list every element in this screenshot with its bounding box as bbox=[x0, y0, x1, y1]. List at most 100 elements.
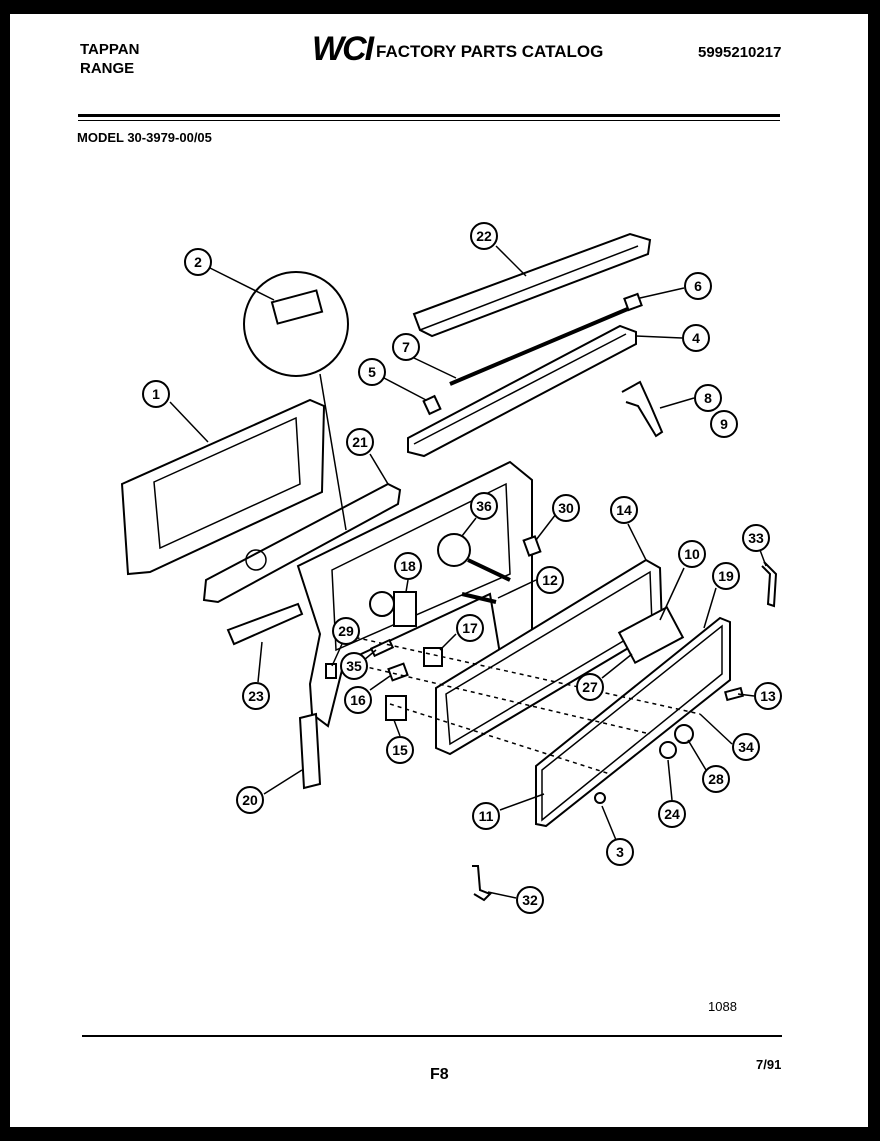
svg-text:17: 17 bbox=[462, 620, 478, 636]
svg-text:22: 22 bbox=[476, 228, 492, 244]
callout-1: 1 bbox=[142, 380, 209, 443]
callout-20: 20 bbox=[236, 769, 303, 814]
callout-27: 27 bbox=[576, 653, 633, 701]
callout-29: 29 bbox=[331, 617, 360, 667]
callout-36: 36 bbox=[461, 492, 498, 537]
part-13-shape bbox=[724, 686, 744, 702]
svg-text:16: 16 bbox=[350, 692, 366, 708]
svg-text:36: 36 bbox=[476, 498, 492, 514]
callout-6: 6 bbox=[639, 272, 712, 300]
svg-text:29: 29 bbox=[338, 623, 354, 639]
callout-14: 14 bbox=[610, 496, 647, 561]
callout-17: 17 bbox=[439, 614, 484, 651]
callout-24: 24 bbox=[658, 759, 686, 828]
callout-33: 33 bbox=[742, 524, 770, 567]
part-7-shape bbox=[449, 306, 631, 386]
catalog-part-number: 5995210217 bbox=[698, 44, 782, 61]
callout-16: 16 bbox=[344, 675, 391, 714]
exploded-parts-diagram: 1 2 3 4 5 6 7 8 9 10 11 12 13 14 15 16 1… bbox=[120, 222, 782, 914]
part-10-shape bbox=[617, 605, 685, 665]
part-11-shape bbox=[535, 616, 731, 828]
svg-text:14: 14 bbox=[616, 502, 632, 518]
part-17-shape bbox=[423, 647, 443, 667]
footer-rule bbox=[82, 1035, 782, 1037]
svg-text:5: 5 bbox=[368, 364, 376, 380]
part-24-shape bbox=[659, 741, 677, 759]
callout-18: 18 bbox=[394, 552, 422, 593]
svg-text:18: 18 bbox=[400, 558, 416, 574]
part-6-shape bbox=[623, 292, 643, 312]
brand-block: TAPPAN RANGE bbox=[80, 40, 139, 78]
wci-logo: WCI bbox=[312, 30, 374, 68]
callout-15: 15 bbox=[386, 719, 414, 764]
svg-text:4: 4 bbox=[692, 330, 700, 346]
part-3-shape bbox=[594, 792, 606, 804]
svg-text:6: 6 bbox=[694, 278, 702, 294]
svg-text:9: 9 bbox=[720, 416, 728, 432]
part-29-shape bbox=[325, 663, 337, 679]
page-code: F8 bbox=[430, 1066, 449, 1083]
svg-text:13: 13 bbox=[760, 688, 776, 704]
svg-text:15: 15 bbox=[392, 742, 408, 758]
header-rule-thick bbox=[78, 114, 780, 117]
callout-5: 5 bbox=[358, 358, 427, 401]
part-20-shape bbox=[298, 712, 322, 790]
callout-10: 10 bbox=[659, 540, 706, 621]
callout-3: 3 bbox=[601, 805, 634, 866]
part-22-shape bbox=[412, 232, 652, 338]
part-16-shape bbox=[387, 662, 409, 682]
part-32-shape bbox=[472, 865, 492, 902]
part-18-shape bbox=[393, 591, 417, 627]
part-8-shape bbox=[621, 380, 664, 438]
catalog-sheet: TAPPAN RANGE WCI FACTORY PARTS CATALOG 5… bbox=[10, 14, 868, 1127]
svg-text:12: 12 bbox=[542, 572, 558, 588]
svg-text:11: 11 bbox=[479, 808, 494, 824]
part-30-shape bbox=[522, 535, 542, 557]
callout-13: 13 bbox=[737, 682, 782, 710]
callout-32: 32 bbox=[487, 886, 544, 914]
svg-text:24: 24 bbox=[664, 806, 680, 822]
svg-text:20: 20 bbox=[242, 792, 258, 808]
callout-22: 22 bbox=[470, 222, 527, 277]
part-33-shape bbox=[761, 561, 778, 608]
part-12-shape bbox=[461, 592, 497, 604]
part-1-shape bbox=[120, 398, 326, 576]
svg-text:3: 3 bbox=[616, 844, 624, 860]
svg-text:34: 34 bbox=[738, 739, 754, 755]
part-4-shape bbox=[407, 324, 637, 458]
catalog-date: 7/91 bbox=[756, 1057, 782, 1072]
svg-text:35: 35 bbox=[346, 658, 362, 674]
part-15-shape bbox=[385, 695, 407, 721]
svg-text:8: 8 bbox=[704, 390, 712, 406]
svg-text:7: 7 bbox=[402, 339, 410, 355]
callout-7: 7 bbox=[392, 333, 457, 379]
svg-text:32: 32 bbox=[522, 892, 538, 908]
callout-19: 19 bbox=[703, 562, 740, 629]
callout-28: 28 bbox=[687, 739, 730, 793]
svg-text:28: 28 bbox=[708, 771, 724, 787]
svg-text:27: 27 bbox=[582, 679, 598, 695]
callout-2: 2 bbox=[184, 248, 275, 301]
svg-text:19: 19 bbox=[718, 568, 734, 584]
callout-21: 21 bbox=[346, 428, 389, 485]
svg-text:21: 21 bbox=[352, 434, 368, 450]
callout-8: 8 bbox=[659, 384, 722, 412]
callout-34: 34 bbox=[699, 713, 760, 761]
part-2-detail-circle bbox=[243, 271, 349, 377]
callout-4: 4 bbox=[635, 324, 710, 352]
callout-35: 35 bbox=[340, 649, 377, 680]
part-5-shape bbox=[422, 394, 442, 416]
svg-text:1: 1 bbox=[152, 386, 160, 402]
svg-text:23: 23 bbox=[248, 688, 264, 704]
part-23-shape bbox=[226, 602, 304, 646]
svg-text:10: 10 bbox=[684, 546, 700, 562]
svg-text:33: 33 bbox=[748, 530, 764, 546]
catalog-title: FACTORY PARTS CATALOG bbox=[376, 42, 604, 61]
brand-line-1: TAPPAN bbox=[80, 41, 140, 58]
svg-text:30: 30 bbox=[558, 500, 574, 516]
callout-30: 30 bbox=[535, 494, 580, 541]
part-36-shape bbox=[437, 533, 471, 567]
callout-12: 12 bbox=[497, 566, 564, 599]
header-rule-thin bbox=[78, 120, 780, 121]
